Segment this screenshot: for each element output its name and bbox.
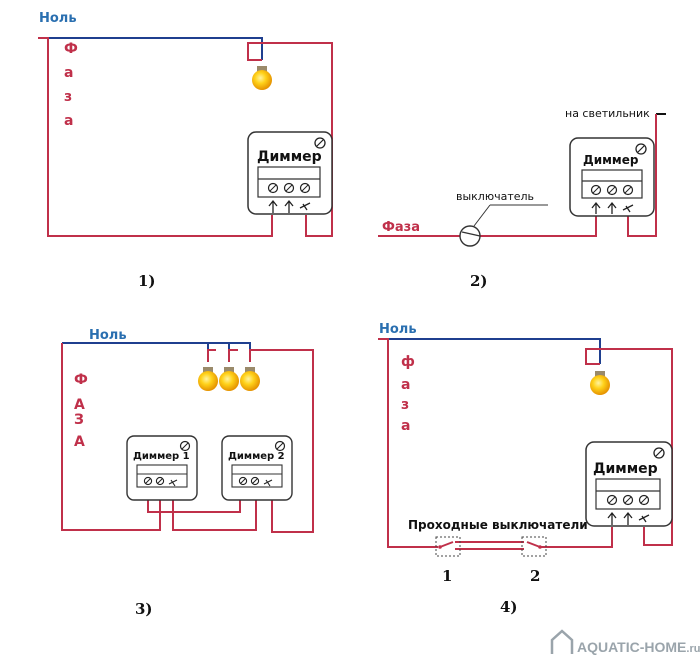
terminal-screw-icon: [250, 476, 260, 486]
adjust-knob-icon: [263, 479, 273, 487]
adjust-knob-icon: [314, 137, 326, 149]
adjust-knob-icon: [299, 202, 311, 211]
phase-wire: [38, 37, 273, 237]
light-bulb-icon: [252, 66, 272, 90]
up-arrow-icon: [607, 511, 617, 525]
dimmer-unit: Диммер: [585, 441, 673, 527]
up-arrow-icon: [623, 511, 633, 525]
light-bulb-icon: [219, 367, 239, 391]
diagram-2: на светильник Фаза выключатель Диммер: [378, 107, 666, 290]
neutral-wire: [378, 338, 601, 364]
phase-letter: А: [74, 434, 85, 450]
bulb-loop-wire: [585, 348, 673, 546]
neutral-label: Ноль: [379, 322, 417, 337]
terminal-screw-icon: [606, 494, 618, 506]
up-arrow-icon: [284, 199, 294, 213]
phase-letter: з: [401, 397, 409, 413]
phase-letter: а: [401, 418, 410, 434]
phase-letter: а: [64, 65, 73, 81]
traveler-wire: [172, 499, 257, 531]
adjust-knob-icon: [653, 447, 665, 459]
light-bulb-icon: [198, 367, 218, 391]
house-logo-icon: [550, 629, 574, 654]
phase-letter: ф: [401, 354, 415, 370]
phase-letter: Ф: [64, 41, 78, 57]
terminal-screw-icon: [143, 476, 153, 486]
neutral-wire: [62, 342, 209, 362]
phase-wire: [61, 343, 161, 531]
terminal-screw-icon: [638, 494, 650, 506]
traveler-wire: [147, 499, 241, 513]
adjust-knob-icon: [179, 440, 191, 452]
phase-letter: З: [74, 412, 84, 428]
adjust-knob-icon: [638, 514, 650, 523]
terminal-screw-icon: [622, 184, 634, 196]
up-arrow-icon: [268, 199, 278, 213]
phase-wire: [378, 338, 438, 548]
diagram-caption: 3): [135, 600, 153, 618]
dimmer-2-label: Диммер 2: [228, 451, 285, 462]
adjust-knob-icon: [635, 143, 647, 155]
phase-letter: з: [64, 89, 72, 105]
dimmer-2-unit: Диммер 2: [221, 435, 293, 501]
switch-number: 2: [530, 567, 540, 585]
phase-letter: А: [74, 397, 85, 413]
phase-letter: а: [64, 113, 73, 129]
terminal-screw-icon: [155, 476, 165, 486]
diagram-1: Ноль Ф а з а Диммер 1): [38, 11, 333, 290]
bulb-loop-wire: [247, 42, 333, 237]
adjust-knob-icon: [622, 204, 634, 213]
watermark-text: AQUATIC-HOME: [577, 639, 686, 655]
switches-label: Проходные выключатели: [408, 518, 588, 532]
dimmer-label: Диммер: [583, 153, 639, 167]
neutral-wire: [38, 37, 263, 60]
terminal-screw-icon: [606, 184, 618, 196]
terminal-screw-icon: [267, 182, 279, 194]
switched-phase-wire: [480, 215, 597, 237]
neutral-label: Ноль: [89, 328, 127, 343]
terminal-screw-icon: [622, 494, 634, 506]
output-wire: [627, 114, 657, 237]
dimmer-label: Диммер: [257, 149, 322, 165]
dimmer-label: Диммер: [593, 461, 658, 477]
diagram-3: Ноль Ф А З А Диммер 1: [61, 328, 314, 618]
diagram-caption: 4): [500, 598, 518, 616]
phase-letter: Ф: [74, 372, 88, 388]
switch-number: 1: [442, 567, 452, 585]
up-arrow-icon: [591, 201, 601, 214]
diagram-4: Ноль ф а з а Проходные выключатели 1 2: [378, 322, 673, 616]
light-bulb-icon: [240, 367, 260, 391]
pass-through-switch-2: [521, 536, 547, 557]
fixture-label: на светильник: [565, 107, 650, 120]
switch-label: выключатель: [456, 190, 534, 203]
dimmer-1-label: Диммер 1: [133, 451, 190, 462]
diagram-caption: 2): [470, 272, 488, 290]
terminal-screw-icon: [299, 182, 311, 194]
pass-through-switch-1: [435, 536, 461, 557]
light-bulb-icon: [590, 371, 610, 395]
up-arrow-icon: [607, 201, 617, 214]
dimmer-unit: Диммер: [247, 131, 333, 215]
switch-icon: [459, 225, 481, 247]
watermark: AQUATIC-HOME.ru: [550, 629, 700, 655]
diagram-caption: 1): [138, 272, 156, 290]
terminal-screw-icon: [238, 476, 248, 486]
dimmer-1-unit: Диммер 1: [126, 435, 198, 501]
neutral-label: Ноль: [39, 11, 77, 26]
phase-label: Фаза: [382, 220, 420, 235]
phase-letter: а: [401, 377, 410, 393]
bulb-loop-wire: [249, 349, 314, 533]
dimmer-unit: Диммер: [569, 137, 655, 217]
terminal-screw-icon: [283, 182, 295, 194]
terminal-screw-icon: [590, 184, 602, 196]
adjust-knob-icon: [168, 479, 178, 487]
switched-phase-wire: [540, 527, 613, 548]
adjust-knob-icon: [274, 440, 286, 452]
watermark-suffix: .ru: [686, 643, 700, 655]
svg-text:AQUATIC-HOME.ru: AQUATIC-HOME.ru: [577, 639, 700, 655]
